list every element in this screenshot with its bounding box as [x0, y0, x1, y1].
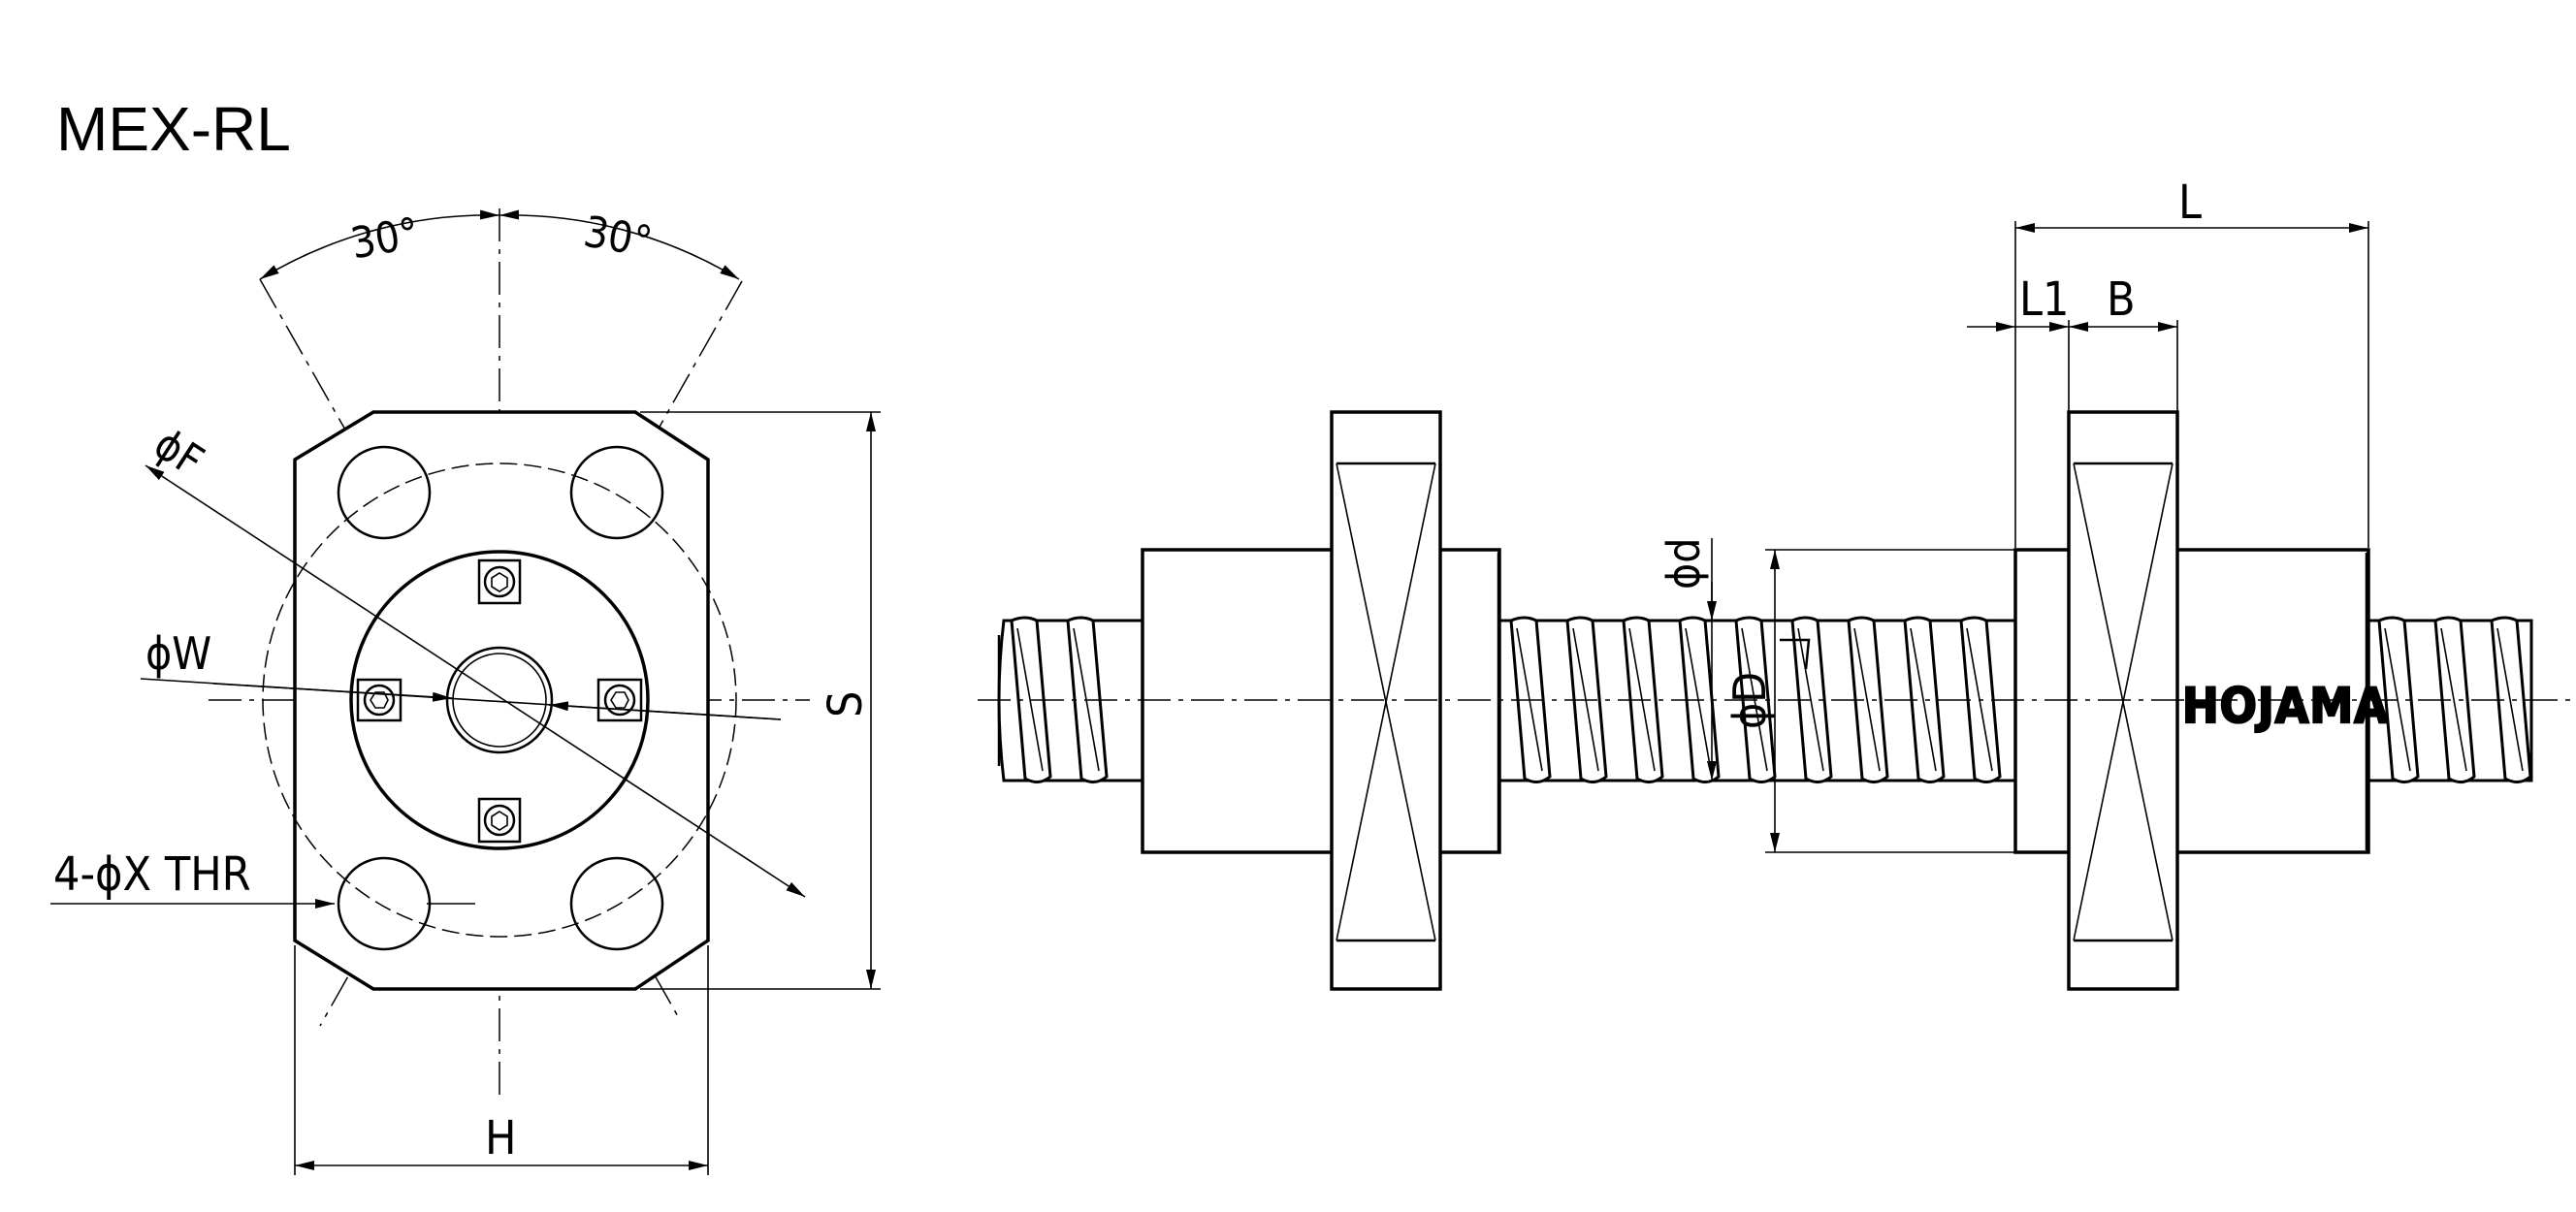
thread-flank — [1910, 627, 1937, 772]
angle-arc-right — [499, 209, 740, 280]
thread-flank — [1016, 627, 1044, 772]
angle-arc-left — [259, 209, 500, 280]
dia-F-label: ϕF — [145, 419, 212, 486]
thread-crest — [1903, 616, 1946, 783]
dia-D-label: ϕD — [1723, 672, 1776, 729]
angle-label-left: 30° — [347, 208, 423, 269]
thread-crest — [2377, 616, 2420, 783]
thread-crest — [1790, 616, 1833, 783]
side-view: HOJAMA L L1 B ϕd ϕD — [978, 175, 2570, 991]
front-view: 30° 30° ϕF ϕW 4-ϕX THR H S — [50, 207, 881, 1175]
dim-S-label: S — [819, 691, 873, 718]
thread-flank — [2496, 627, 2524, 772]
drawing-title: MEX-RL — [56, 94, 291, 164]
angle-label-right: 30° — [580, 207, 656, 268]
brand-label: HOJAMA — [2182, 678, 2389, 734]
dim-B-label: B — [2107, 272, 2136, 327]
thread-flank — [2440, 627, 2467, 772]
left-nut-body — [1141, 548, 1501, 854]
thread-crest — [2490, 616, 2532, 783]
dia-F-leader — [145, 464, 806, 898]
right-flange-cross-2 — [2073, 462, 2174, 941]
dim-H-label: H — [485, 1111, 516, 1165]
dia-W-label: ϕW — [145, 627, 211, 680]
holes-label: 4-ϕX THR — [53, 847, 251, 902]
thread-crest — [1847, 616, 1889, 783]
thread-crests — [1010, 616, 2532, 783]
dim-L1-label: L1 — [2019, 272, 2070, 327]
dim-L-label: L — [2178, 175, 2202, 230]
dia-d-label: ϕd — [1658, 537, 1710, 590]
thread-crest — [2433, 616, 2476, 783]
left-flange-cross-2 — [1336, 462, 1436, 941]
thread-flank — [1853, 627, 1881, 772]
